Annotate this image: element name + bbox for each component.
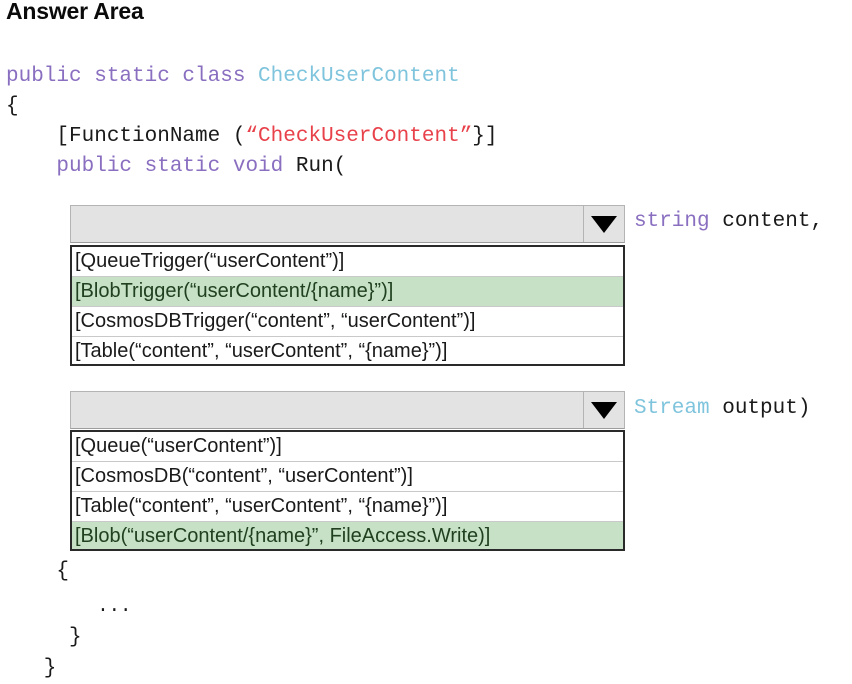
list-item[interactable]: [BlobTrigger(“userContent/{name}”)] [72, 277, 623, 307]
trigger-binding-dropdown-toggle[interactable] [583, 206, 624, 242]
code-line-ellipsis: ... [6, 595, 132, 617]
list-item[interactable]: [Table(“content”, “userContent”, “{name}… [72, 337, 623, 364]
code-line-class-decl: public static class CheckUserContent [6, 62, 460, 92]
output-binding-dropdown[interactable] [70, 391, 625, 429]
page-title: Answer Area [6, 0, 144, 24]
code-type-checkusercontent: CheckUserContent [258, 65, 460, 88]
code-line-open-brace: { [6, 95, 19, 118]
code-line-run-signature: public static void Run( [6, 152, 346, 182]
trigger-binding-annotation: string content, [634, 207, 823, 237]
code-attr-suffix: }] [472, 125, 498, 148]
code-line-body-close-brace: } [6, 626, 82, 649]
code-attr-prefix: [FunctionName ( [6, 125, 246, 148]
code-snippet: public static class CheckUserContent { [… [0, 62, 852, 680]
output-binding-dropdown-value[interactable] [71, 392, 584, 428]
code-method-run: Run( [295, 155, 347, 178]
code-keyword-public-static-class: public static class [6, 65, 259, 88]
annotation-param-content: content, [709, 210, 824, 233]
trigger-binding-option-list[interactable]: [QueueTrigger(“userContent”)][BlobTrigge… [70, 245, 625, 366]
output-binding-annotation: Stream output) [634, 394, 810, 424]
output-binding-option-list[interactable]: [Queue(“userContent”)][CosmosDB(“content… [70, 430, 625, 551]
output-binding-dropdown-toggle[interactable] [583, 392, 624, 428]
list-item[interactable]: [QueueTrigger(“userContent”)] [72, 247, 623, 277]
annotation-type-string: string [634, 210, 710, 233]
annotation-param-output: output) [709, 397, 811, 420]
code-line-functionname-attr: [FunctionName (“CheckUserContent”}] [6, 122, 498, 152]
code-line-body-open-brace: { [6, 560, 70, 583]
chevron-down-icon [591, 401, 617, 419]
chevron-down-icon [591, 215, 617, 233]
trigger-binding-dropdown[interactable] [70, 205, 625, 243]
list-item[interactable]: [CosmosDB(“content”, “userContent”)] [72, 462, 623, 492]
list-item[interactable]: [Table(“content”, “userContent”, “{name}… [72, 492, 623, 522]
code-line-class-close-brace: } [6, 657, 57, 680]
code-keyword-public-static: public static [6, 155, 233, 178]
list-item[interactable]: [CosmosDBTrigger(“content”, “userContent… [72, 307, 623, 337]
code-string-checkusercontent: “CheckUserContent” [245, 125, 473, 148]
trigger-binding-dropdown-value[interactable] [71, 206, 584, 242]
annotation-type-stream: Stream [634, 397, 710, 420]
code-keyword-void: void [232, 155, 296, 178]
list-item[interactable]: [Blob(“userContent/{name}”, FileAccess.W… [72, 522, 623, 549]
list-item[interactable]: [Queue(“userContent”)] [72, 432, 623, 462]
